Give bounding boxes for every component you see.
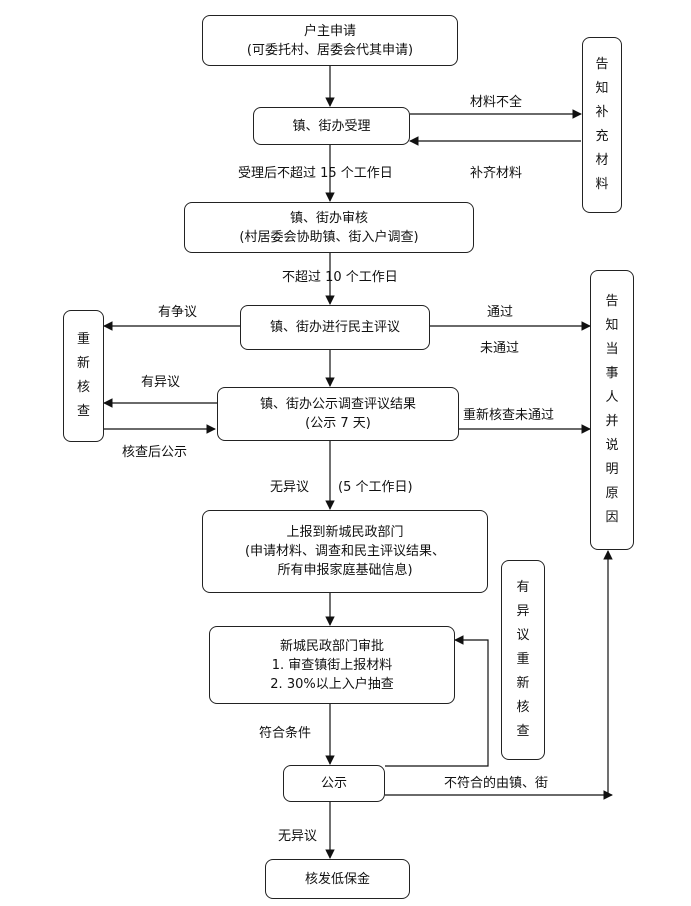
box-approve-line-1: 新城民政部门审批 — [279, 638, 384, 654]
label-within-10: 不超过 10 个工作日 — [282, 270, 398, 285]
box-apply: 户主申请 (可委托村、居委会代其申请) — [202, 15, 458, 66]
vertical-char: 知 — [595, 81, 609, 96]
box-review-line-2: (村居委会协助镇、街入户调查) — [239, 229, 419, 245]
box-apply-line-1: 户主申请 — [303, 23, 356, 39]
box-publicize-line-1: 镇、街办公示调查评议结果 — [259, 397, 416, 412]
label-no-objection-1: 无异议 — [270, 480, 310, 495]
vertical-char: 明 — [605, 462, 619, 477]
label-materials-incomplete: 材料不全 — [470, 95, 523, 110]
box-publicity-line-1: 公示 — [320, 776, 347, 791]
vertical-char: 异 — [516, 604, 530, 619]
box-review-line-1: 镇、街办审核 — [289, 210, 368, 226]
box-grant-line-1: 核发低保金 — [304, 871, 370, 887]
vbox-notify-reason: 告知当事人并说明原因 — [590, 270, 634, 550]
box-approve-line-3: 2. 30%以上入户抽查 — [270, 676, 394, 692]
vertical-char: 因 — [605, 510, 619, 525]
box-report-line-1: 上报到新城民政部门 — [286, 525, 404, 540]
arrow-objection-loop-to-approve — [385, 635, 489, 767]
vbox-recheck: 重新核查 — [63, 310, 104, 442]
vertical-char: 查 — [76, 404, 90, 419]
vertical-char: 补 — [595, 105, 609, 120]
vertical-char: 知 — [605, 318, 619, 333]
label-not-pass: 未通过 — [480, 341, 520, 356]
vertical-char: 料 — [595, 177, 609, 192]
label-not-meet: 不符合的由镇、街 — [444, 776, 549, 791]
label-dispute: 有争议 — [158, 305, 198, 320]
label-supplement-materials: 补齐材料 — [470, 166, 523, 181]
label-pass: 通过 — [487, 305, 514, 320]
vertical-char: 新 — [516, 676, 530, 691]
box-review: 镇、街办审核 (村居委会协助镇、街入户调查) — [184, 202, 474, 253]
vertical-char: 事 — [605, 366, 619, 381]
label-objection: 有异议 — [141, 375, 181, 390]
box-democratic-line-1: 镇、街办进行民主评议 — [269, 320, 400, 335]
label-recheck-not-pass: 重新核查未通过 — [463, 408, 555, 423]
vertical-char: 重 — [76, 332, 90, 347]
box-apply-line-2: (可委托村、居委会代其申请) — [246, 42, 414, 58]
box-accept: 镇、街办受理 — [253, 107, 410, 145]
label-five-days: (5 个工作日) — [338, 480, 413, 495]
box-publicize: 镇、街办公示调查评议结果 (公示 7 天) — [217, 387, 459, 441]
label-recheck-then-publicize: 核查后公示 — [122, 445, 188, 460]
vertical-char: 告 — [595, 57, 609, 72]
box-publicize-line-2: (公示 7 天) — [305, 416, 371, 431]
box-report-line-2: (申请材料、调查和民主评议结果、 — [244, 544, 446, 559]
label-accept-within-15: 受理后不超过 15 个工作日 — [238, 166, 393, 181]
vertical-char: 核 — [76, 380, 90, 395]
vertical-char: 新 — [76, 356, 90, 371]
vertical-char: 当 — [605, 342, 619, 357]
vertical-char: 重 — [516, 652, 530, 667]
box-democratic: 镇、街办进行民主评议 — [240, 305, 430, 350]
box-publicity: 公示 — [283, 765, 385, 802]
vertical-char: 有 — [516, 580, 530, 595]
box-report-line-3: 所有申报家庭基础信息) — [277, 563, 413, 578]
label-meets-conditions: 符合条件 — [259, 726, 312, 741]
vbox-objection-recheck: 有异议重新核查 — [501, 560, 545, 760]
vertical-char: 原 — [605, 486, 619, 501]
box-report: 上报到新城民政部门 (申请材料、调查和民主评议结果、 所有申报家庭基础信息) — [202, 510, 488, 593]
vertical-char: 告 — [605, 294, 619, 309]
box-accept-line-1: 镇、街办受理 — [292, 118, 371, 134]
vertical-char: 议 — [516, 628, 530, 643]
box-approve: 新城民政部门审批 1. 审查镇街上报材料 2. 30%以上入户抽查 — [209, 626, 455, 704]
label-no-objection-2: 无异议 — [278, 829, 318, 844]
vertical-char: 并 — [605, 414, 619, 429]
vertical-char: 材 — [595, 153, 609, 168]
vertical-char: 查 — [516, 724, 530, 739]
box-approve-line-2: 1. 审查镇街上报材料 — [271, 657, 393, 673]
box-grant: 核发低保金 — [265, 859, 410, 899]
vertical-char: 核 — [516, 700, 530, 715]
vertical-char: 说 — [605, 438, 619, 453]
vertical-char: 充 — [595, 129, 609, 144]
vbox-notify-supplement: 告知补充材料 — [582, 37, 622, 213]
vertical-char: 人 — [605, 390, 619, 405]
